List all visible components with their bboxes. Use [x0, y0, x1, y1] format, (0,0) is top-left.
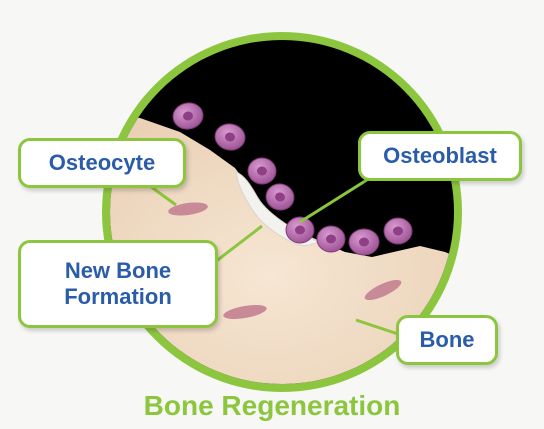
bone-label: Bone [396, 315, 498, 365]
bone-label-text: Bone [420, 327, 475, 353]
osteoblast-label: Osteoblast [358, 131, 522, 181]
osteocyte-label: Osteocyte [18, 138, 186, 188]
new-bone-formation-label-text: New Bone Formation [31, 258, 205, 310]
diagram-title: Bone Regeneration [0, 390, 544, 422]
osteocyte-label-text: Osteocyte [49, 150, 155, 176]
osteoblast-label-text: Osteoblast [383, 143, 497, 169]
new-bone-formation-label: New Bone Formation [18, 240, 218, 328]
